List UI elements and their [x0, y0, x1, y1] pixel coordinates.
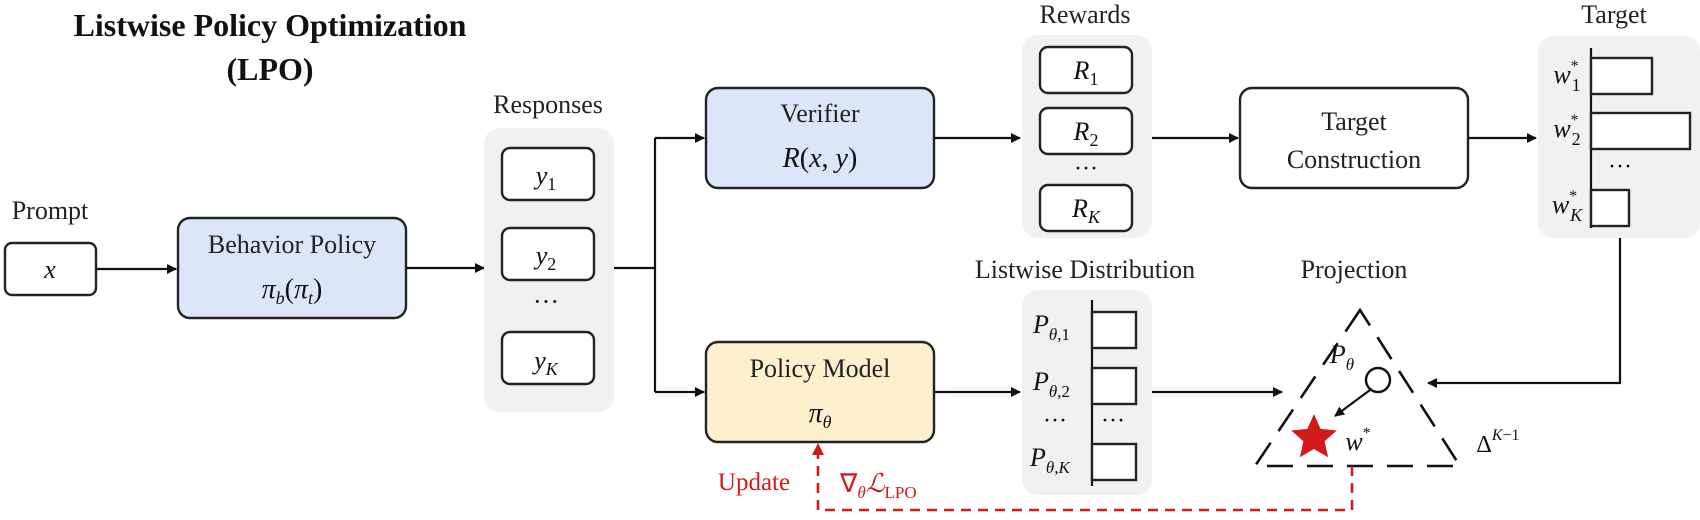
target-bar-w2	[1589, 111, 1692, 151]
svg-text:RK: RK	[1071, 194, 1101, 227]
target-construction-line2: Construction	[1287, 145, 1421, 174]
distribution-ellipsis-right: ···	[1101, 408, 1125, 434]
projection-arrow	[1334, 389, 1371, 417]
response-y1: y1	[500, 146, 596, 202]
projection-label: Projection	[1301, 255, 1408, 284]
target-label-wK: w*K	[1552, 188, 1583, 225]
behavior-policy-label: Behavior Policy	[208, 230, 376, 259]
projection-w-star: w*	[1345, 425, 1370, 456]
target-label-w2: w*2	[1553, 112, 1580, 149]
reward-R2: R2	[1038, 106, 1134, 156]
policy-model-label: Policy Model	[750, 354, 891, 383]
reward-R1: R1	[1038, 45, 1134, 95]
arrow-target-to-projection	[1427, 238, 1622, 388]
projection-P-theta: Pθ	[1329, 340, 1354, 374]
projection-simplex	[1252, 307, 1463, 468]
title-line1: Listwise Policy Optimization	[74, 7, 467, 43]
target-label: Target	[1581, 0, 1647, 29]
projection-simplex-label: ΔK−1	[1476, 427, 1519, 458]
target-label-w1: w*1	[1553, 58, 1580, 95]
response-y2: y2	[500, 226, 596, 282]
title-line2: (LPO)	[226, 51, 313, 87]
target-construction-line1: Target	[1321, 107, 1387, 136]
target-bar-wK	[1589, 188, 1631, 228]
distribution-label-P1: Pθ,1	[1032, 310, 1070, 344]
update-gradient-arrow	[812, 443, 1354, 512]
svg-text:y1: y1	[533, 161, 557, 194]
distribution-label-P2: Pθ,2	[1032, 367, 1070, 401]
prompt-label: Prompt	[12, 196, 89, 225]
distribution-ellipsis-left: ···	[1043, 408, 1067, 434]
target-star-icon	[1291, 414, 1337, 458]
response-yK: yK	[500, 330, 596, 386]
svg-text:R2: R2	[1073, 117, 1099, 150]
distribution-bar-K	[1090, 442, 1138, 482]
distribution-bar-2	[1090, 366, 1138, 406]
target-bar-w1	[1589, 56, 1654, 96]
svg-text:R1: R1	[1073, 56, 1099, 89]
responses-label: Responses	[493, 90, 603, 119]
distribution-bar-1	[1090, 310, 1138, 350]
target-ellipsis: ···	[1608, 154, 1632, 180]
svg-text:yK: yK	[531, 346, 559, 379]
rewards-label: Rewards	[1040, 0, 1131, 29]
verifier-formula: R(x, y)	[782, 143, 858, 174]
svg-text:y2: y2	[533, 241, 557, 274]
policy-model-formula: πθ	[809, 398, 832, 432]
gradient-loss-label: ∇θℒLPO	[839, 469, 917, 502]
reward-RK: RK	[1038, 183, 1134, 233]
update-label: Update	[718, 469, 790, 496]
behavior-policy-formula: πb(πt)	[262, 274, 323, 308]
projection-current-point	[1364, 366, 1392, 394]
verifier-label: Verifier	[780, 99, 860, 128]
distribution-label-PK: Pθ,K	[1029, 443, 1072, 477]
prompt-var: x	[43, 255, 56, 284]
responses-ellipsis: ···	[533, 287, 559, 316]
listwise-distribution-label: Listwise Distribution	[975, 255, 1195, 284]
rewards-ellipsis: ···	[1074, 156, 1098, 182]
